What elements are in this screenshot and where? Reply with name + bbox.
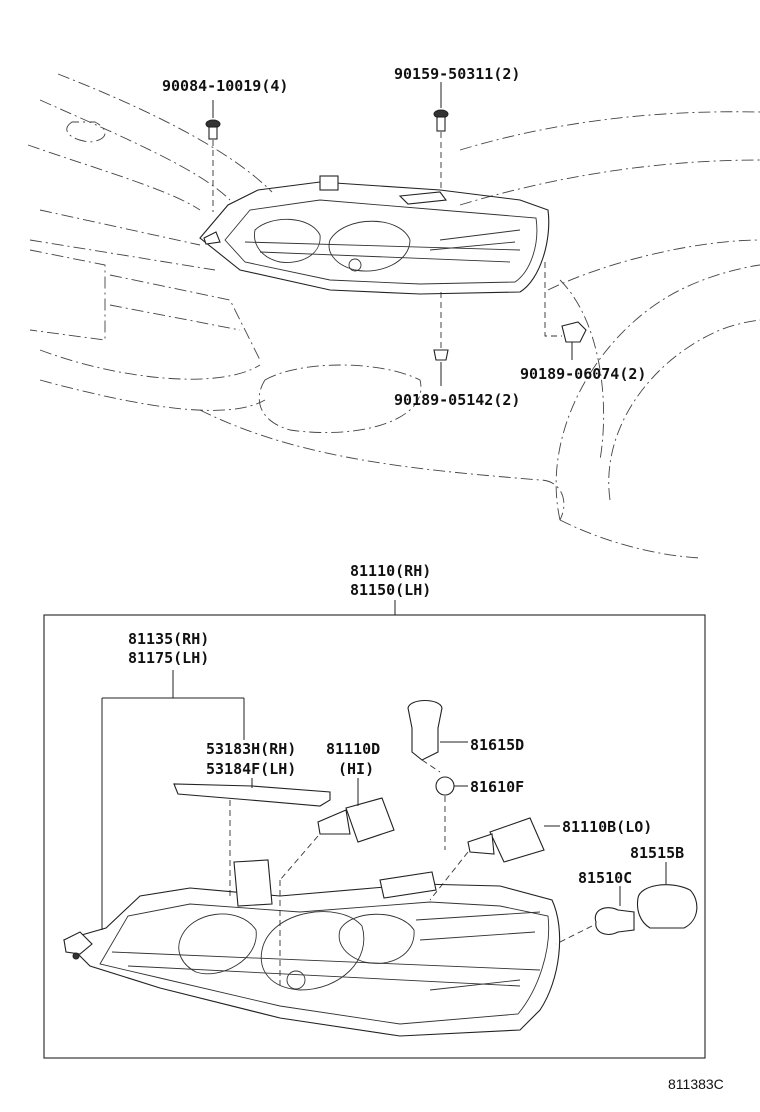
label-lens-rh: 81135(RH): [128, 630, 209, 648]
socket-81515b: [636, 862, 698, 929]
figure-reference: 811383C: [668, 1076, 724, 1092]
label-bulb-hi: 81110D: [326, 740, 380, 758]
label-bolt-90084: 90084-10019(4): [162, 77, 288, 95]
label-bolt-90159: 90159-50311(2): [394, 65, 520, 83]
label-socket-81515b: 81515B: [630, 844, 684, 862]
bulb-hi: [279, 778, 395, 881]
label-lens-lh: 81175(LH): [128, 649, 209, 667]
label-bulb-81510c: 81510C: [578, 869, 632, 887]
label-seal-rh: 53183H(RH): [206, 740, 296, 758]
vehicle-front-outline: [27, 73, 760, 559]
headlight-installed: [199, 175, 550, 295]
bolt-90159-50311: [433, 82, 449, 190]
clip-90189-06074: [544, 262, 587, 360]
bulb-81510c: [555, 886, 635, 945]
label-bulb-81610f: 81610F: [470, 778, 524, 796]
headlamp-housing: [62, 859, 561, 1037]
label-seal-lh: 53184F(LH): [206, 760, 296, 778]
bulb-81610f: [435, 776, 468, 850]
label-clip-90189-06074: 90189-06074(2): [520, 365, 646, 383]
seal-strip: [173, 778, 331, 900]
label-assembly-rh: 81110(RH): [350, 562, 431, 580]
label-bulb-lo: 81110B(LO): [562, 818, 652, 836]
socket-81615d: [407, 699, 468, 773]
bulb-lo: [429, 817, 560, 901]
bolt-90084-10019: [205, 100, 221, 212]
clip-90189-05142: [433, 292, 449, 386]
assembly-frame: [43, 614, 706, 1059]
label-socket-81615d: 81615D: [470, 736, 524, 754]
label-assembly-lh: 81150(LH): [350, 581, 431, 599]
label-clip-90189-05142: 90189-05142(2): [394, 391, 520, 409]
label-bulb-hi-note: (HI): [338, 760, 374, 778]
